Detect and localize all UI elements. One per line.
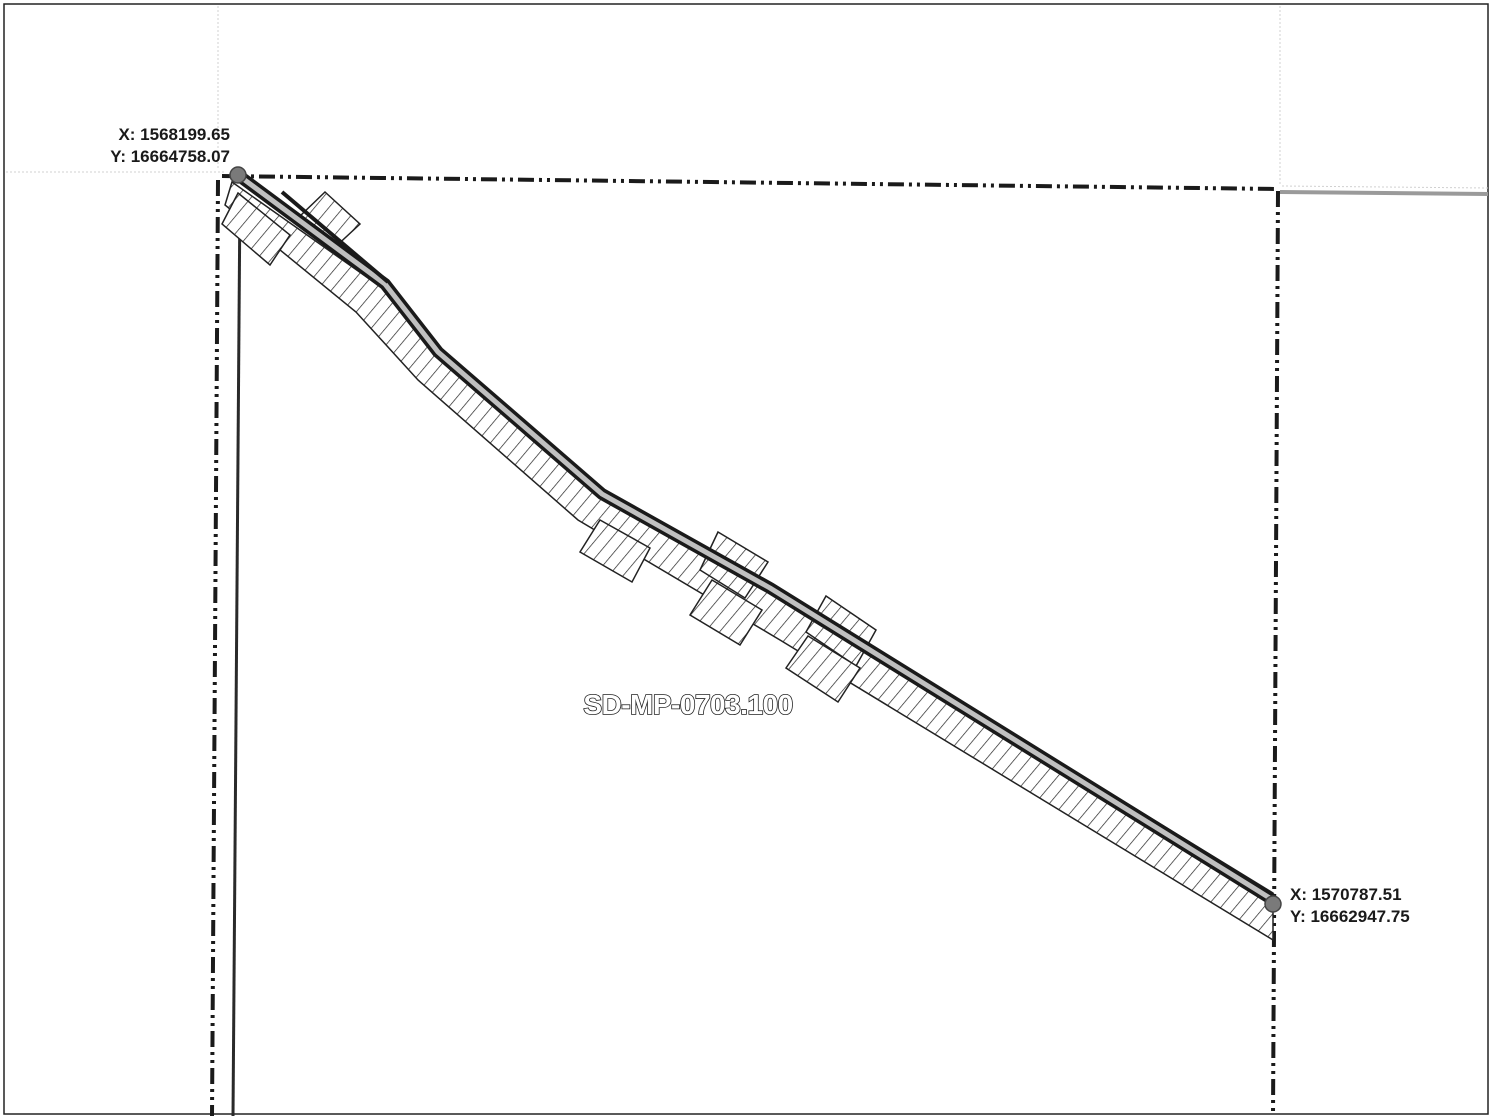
pipe-offset-line [280, 190, 390, 284]
parcel-boundary [210, 174, 1280, 1117]
end-y-label: Y: 16662947.75 [1290, 907, 1410, 926]
start-x-label: X: 1568199.65 [118, 125, 230, 144]
pipe-casing [234, 170, 1277, 906]
grid-lines [6, 6, 1489, 189]
map-frame [3, 3, 1489, 1115]
feature-label: SD-MP-0703.100 [583, 689, 792, 720]
pipe-core [236, 172, 1275, 903]
adjacent-road-line [1279, 190, 1489, 196]
start-point-marker[interactable] [229, 166, 247, 184]
parcel-solid-edge [231, 189, 242, 1117]
start-y-label: Y: 16664758.07 [110, 147, 230, 166]
end-point-marker[interactable] [1264, 895, 1282, 913]
end-x-label: X: 1570787.51 [1290, 885, 1402, 904]
